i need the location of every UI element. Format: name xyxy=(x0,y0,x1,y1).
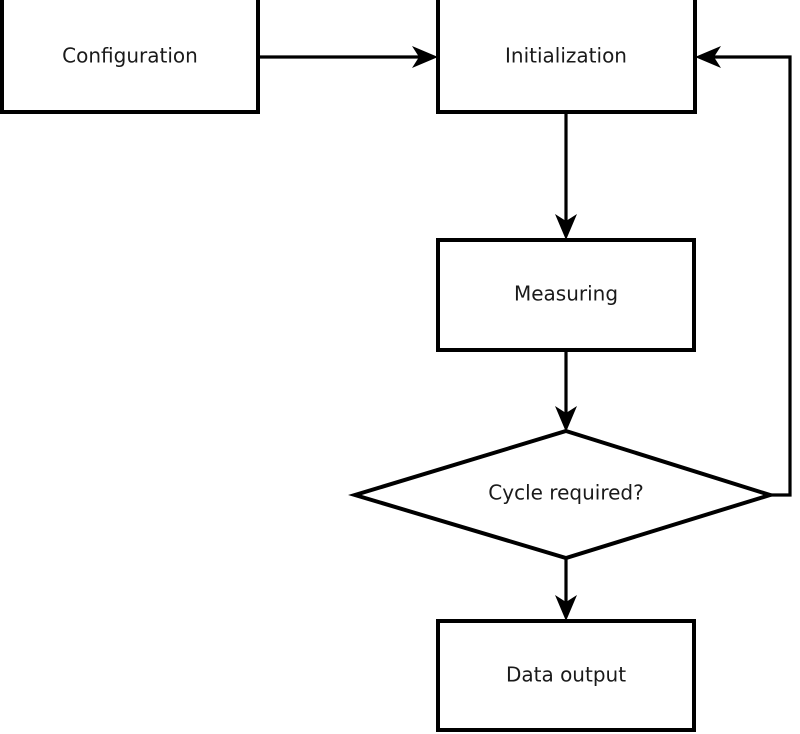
measuring-label: Measuring xyxy=(514,282,618,306)
edge-cycle-required-to-initialization xyxy=(695,46,792,497)
edge-cycle-required-to-data-output xyxy=(555,558,577,621)
data-output-label: Data output xyxy=(506,663,626,687)
initialization-box[interactable] xyxy=(436,0,697,114)
arrowhead-icon xyxy=(555,214,577,240)
node-configuration[interactable]: Configuration xyxy=(0,0,260,114)
cycle-required-label: Cycle required? xyxy=(488,481,643,505)
cycle-required-diamond[interactable] xyxy=(348,428,777,561)
arrowhead-icon xyxy=(555,595,577,621)
node-cycle-required[interactable]: Cycle required? xyxy=(348,428,777,561)
edge-initialization-to-measuring xyxy=(555,112,577,240)
edge-measuring-to-cycle-required xyxy=(555,350,577,432)
data-output-box[interactable] xyxy=(436,619,696,732)
arrowhead-icon xyxy=(695,46,721,68)
configuration-box[interactable] xyxy=(0,0,260,114)
arrowhead-icon xyxy=(412,46,438,68)
measuring-box[interactable] xyxy=(436,238,696,352)
edge-configuration-to-initialization xyxy=(258,46,438,68)
node-data-output[interactable]: Data output xyxy=(436,619,696,732)
initialization-label: Initialization xyxy=(505,44,627,68)
configuration-label: Configuration xyxy=(62,44,198,68)
node-measuring[interactable]: Measuring xyxy=(436,238,696,352)
arrowhead-icon xyxy=(555,406,577,432)
node-initialization[interactable]: Initialization xyxy=(436,0,697,114)
